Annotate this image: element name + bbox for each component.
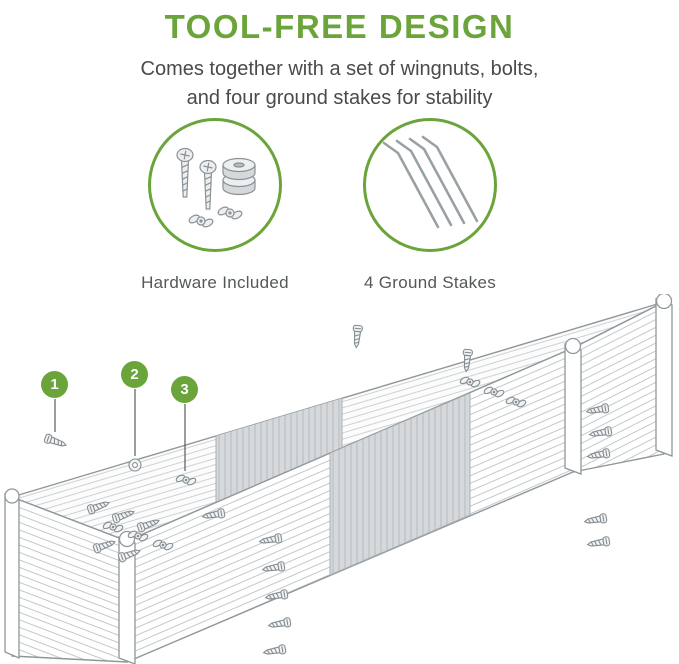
hardware-feature-circle	[148, 118, 282, 252]
hardware-feature-label: Hardware Included	[141, 273, 289, 292]
garden-bed-illustration	[4, 294, 673, 664]
callout-1-badge: 1	[41, 371, 68, 398]
screw-icon	[351, 324, 364, 349]
stake-icon	[382, 135, 479, 229]
hardware-included-icon	[176, 147, 256, 230]
callout-pointers	[43, 389, 198, 487]
subtitle: Comes together with a set of wingnuts, b…	[0, 55, 679, 113]
bolt-icon	[43, 432, 69, 451]
washer-stack-icon	[222, 157, 256, 196]
page-title: TOOL-FREE DESIGN	[164, 8, 515, 45]
callout-1-number: 1	[50, 376, 59, 393]
callout-3-badge: 3	[171, 376, 198, 403]
bed-front-panel-shaded	[329, 392, 471, 576]
callout-3-number: 3	[180, 381, 189, 398]
callout-2-badge: 2	[121, 361, 148, 388]
screw-icon	[267, 616, 292, 631]
corner-posts	[4, 294, 673, 664]
subtitle-line-2: and four ground stakes for stability	[186, 87, 493, 109]
callout-2-number: 2	[130, 366, 139, 383]
subtitle-line-1: Comes together with a set of wingnuts, b…	[140, 58, 539, 80]
screw-icon	[586, 535, 611, 550]
screw-icon	[583, 512, 608, 527]
washer-icon	[128, 458, 142, 472]
stakes-feature-label: 4 Ground Stakes	[363, 273, 497, 292]
screw-icon	[262, 643, 287, 658]
screw-icon	[176, 147, 217, 210]
wingnut-icon	[187, 204, 244, 230]
assembly-diagram: 1 2 3	[0, 294, 679, 664]
ground-stakes-icon	[382, 135, 479, 229]
stakes-feature-circle	[363, 118, 497, 252]
